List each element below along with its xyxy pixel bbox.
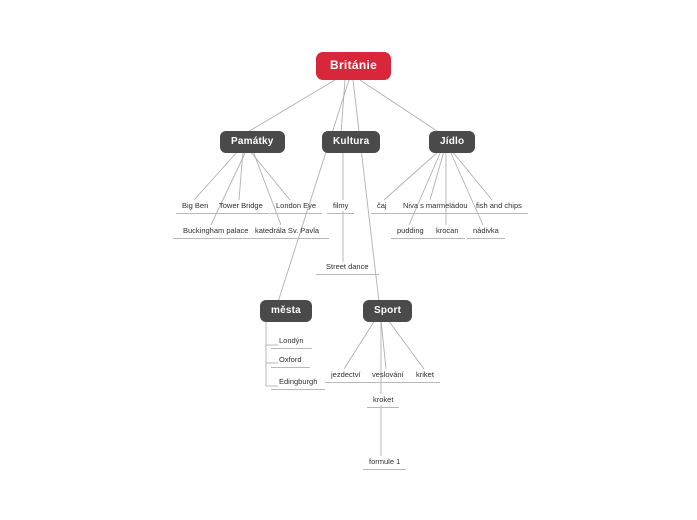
node-leaf-caj-label: čaj <box>377 201 387 210</box>
node-leaf-nadivka[interactable]: nádivka <box>467 226 505 239</box>
node-leaf-veslovani[interactable]: veslování <box>366 370 410 383</box>
node-leaf-niva-s-marmeladou[interactable]: Niva s marmeládou <box>393 201 478 214</box>
node-leaf-tower-bridge[interactable]: Tower Bridge <box>213 201 269 214</box>
edge-root-jidlo <box>359 79 441 134</box>
node-leaf-oxford-label: Oxford <box>279 355 302 364</box>
edge-pamatky-katedrala <box>252 150 282 226</box>
node-root-britanie[interactable]: Británie <box>316 52 392 80</box>
node-leaf-krocan-label: krocan <box>436 226 459 235</box>
node-leaf-street-dance[interactable]: Street dance <box>316 262 379 275</box>
node-leaf-veslovani-label: veslování <box>372 370 404 379</box>
node-leaf-kroket-label: kroket <box>373 395 394 404</box>
node-branch-sport-label: Sport <box>374 305 402 316</box>
node-leaf-oxford[interactable]: Oxford <box>271 355 310 368</box>
node-branch-pamatky[interactable]: Památky <box>220 131 285 153</box>
node-leaf-fish-and-chips[interactable]: fish and chips <box>470 201 528 214</box>
node-leaf-kroket[interactable]: kroket <box>367 395 400 408</box>
node-leaf-fish-and-chips-label: fish and chips <box>476 201 522 210</box>
node-branch-kultura-label: Kultura <box>333 136 370 147</box>
edge-sport-veslovani <box>380 319 387 370</box>
node-leaf-buckingham-palace-label: Buckingham palace <box>183 226 249 235</box>
node-leaf-londyn[interactable]: Londýn <box>271 336 312 349</box>
node-leaf-formule-1-label: formule 1 <box>369 457 401 466</box>
node-leaf-katedrala-sv-pavla[interactable]: katedrála Sv. Pavla <box>245 226 330 239</box>
edge-pamatky-big-ben <box>193 150 239 201</box>
edge-jidlo-caj <box>383 150 440 201</box>
node-branch-sport[interactable]: Sport <box>363 300 413 322</box>
node-root-label: Británie <box>330 58 378 72</box>
node-leaf-london-eye[interactable]: London Eye <box>270 201 323 214</box>
edge-jidlo-niva <box>429 150 445 201</box>
node-leaf-big-ben-label: Big Ben <box>182 201 209 210</box>
node-leaf-edingburgh-label: Edingburgh <box>279 377 318 386</box>
node-leaf-jezdectvi-label: jezdectví <box>331 370 361 379</box>
node-leaf-street-dance-label: Street dance <box>326 262 369 271</box>
node-branch-jidlo[interactable]: Jídlo <box>429 131 476 153</box>
node-leaf-edingburgh[interactable]: Edingburgh <box>271 377 326 390</box>
edge-root-mesta <box>277 79 350 303</box>
node-branch-pamatky-label: Památky <box>231 136 274 147</box>
node-branch-kultura[interactable]: Kultura <box>322 131 381 153</box>
edge-pamatky-buckingham <box>210 150 247 226</box>
node-leaf-krocan[interactable]: krocan <box>430 226 465 239</box>
node-leaf-buckingham-palace[interactable]: Buckingham palace <box>173 226 259 239</box>
node-leaf-pudding[interactable]: pudding <box>391 226 430 239</box>
node-leaf-filmy-label: filmy <box>333 201 349 210</box>
node-leaf-jezdectvi[interactable]: jezdectví <box>325 370 367 383</box>
node-leaf-londyn-label: Londýn <box>279 336 304 345</box>
node-leaf-big-ben[interactable]: Big Ben <box>176 201 215 214</box>
node-leaf-katedrala-sv-pavla-label: katedrála Sv. Pavla <box>255 226 320 235</box>
edge-root-kultura <box>340 79 346 134</box>
node-leaf-nadivka-label: nádivka <box>473 226 499 235</box>
node-leaf-kriket[interactable]: kriket <box>410 370 440 383</box>
node-leaf-niva-s-marmeladou-label: Niva s marmeládou <box>403 201 468 210</box>
node-leaf-london-eye-label: London Eye <box>276 201 317 210</box>
edge-pamatky-london-eye <box>249 150 291 201</box>
edge-jidlo-fish <box>451 150 493 201</box>
edge-jidlo-pudding <box>408 150 442 226</box>
node-leaf-filmy[interactable]: filmy <box>327 201 355 214</box>
edge-sport-jezdectvi <box>343 319 376 370</box>
edge-root-pamatky <box>245 79 336 134</box>
node-leaf-caj[interactable]: čaj <box>371 201 393 214</box>
edge-jidlo-nadivka <box>449 150 484 226</box>
edge-root-sport <box>352 79 380 303</box>
node-branch-mesta[interactable]: města <box>260 300 312 322</box>
node-leaf-formule-1[interactable]: formule 1 <box>363 457 407 470</box>
edge-sport-kriket <box>387 319 425 370</box>
node-branch-jidlo-label: Jídlo <box>440 136 465 147</box>
node-leaf-tower-bridge-label: Tower Bridge <box>219 201 263 210</box>
node-branch-mesta-label: města <box>271 305 301 316</box>
node-leaf-kriket-label: kriket <box>416 370 434 379</box>
node-leaf-pudding-label: pudding <box>397 226 424 235</box>
